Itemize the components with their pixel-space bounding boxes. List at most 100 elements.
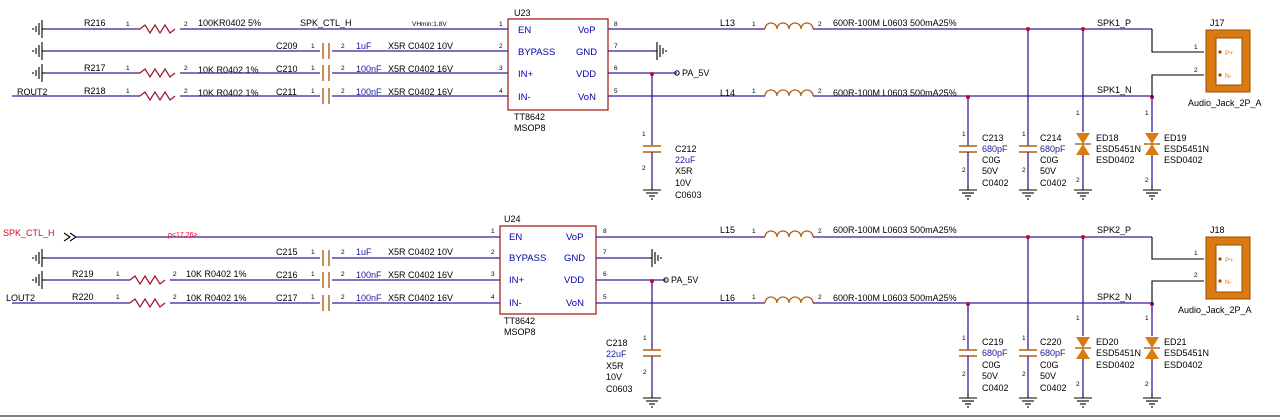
volt-c213: 50V (982, 166, 998, 176)
pin-num: 2 (1194, 272, 1198, 279)
ic-pin-vop: VoP (566, 232, 583, 243)
ref-ed20: ED20 (1096, 337, 1119, 347)
pin-num: 1 (311, 271, 315, 278)
pin-num: 6 (614, 65, 618, 72)
ic-u24-body (499, 225, 597, 315)
capacitor-c212 (643, 145, 661, 153)
value-c211: 100nF (356, 87, 382, 97)
pin-num: 2 (1145, 177, 1149, 184)
part-j18: Audio_Jack_2P_A (1178, 305, 1252, 315)
pin-num: 2 (499, 43, 503, 50)
connector-j17-window (1215, 37, 1243, 86)
resistor-r216 (139, 23, 176, 35)
pkg-c212: C0603 (675, 190, 702, 200)
diel-c220: C0G (1040, 360, 1059, 370)
ref-c215: C215 (276, 247, 298, 257)
input-port-arrow (63, 232, 77, 242)
capacitor-c220 (1019, 349, 1037, 357)
pin-num: 1 (116, 294, 120, 301)
capacitor-c211 (322, 88, 330, 104)
pin-num: 5 (614, 88, 618, 95)
pin-num: 7 (614, 43, 618, 50)
diel-c218: X5R (606, 361, 624, 371)
value-c220: 680pF (1040, 348, 1066, 358)
value-l15: 600R-100M L0603 500mA25% (833, 225, 957, 235)
volt-c219: 50V (982, 371, 998, 381)
pin-num: 1 (311, 43, 315, 50)
ref-c218: C218 (606, 338, 628, 348)
gnd-symbol (1073, 395, 1093, 408)
gnd-symbol (642, 187, 662, 200)
capacitor-c219 (959, 349, 977, 357)
pin-num: 1 (1145, 110, 1149, 117)
pin-num: 1 (311, 249, 315, 256)
ref-ed19: ED19 (1164, 133, 1187, 143)
connector-pin-dot (1218, 279, 1222, 283)
ref-l13: L13 (720, 18, 735, 28)
pin-num: 2 (962, 167, 966, 174)
value-c217: 100nF (356, 293, 382, 303)
ref-ed18: ED18 (1096, 133, 1119, 143)
esd-diode-ed19-lower (1145, 144, 1159, 155)
value-r218: 10K R0402 1% (198, 88, 259, 98)
pin-num: 1 (752, 228, 756, 235)
resistor-r217 (139, 67, 176, 79)
pin-num: 1 (1145, 315, 1149, 322)
input-ground-symbol (32, 270, 46, 290)
net-label-pa5v: PA_5V (682, 68, 709, 78)
volt-c218: 10V (606, 372, 622, 382)
ref-c210: C210 (276, 64, 298, 74)
capacitor-c210 (322, 65, 330, 81)
ic-u23-part: TT8642 (514, 112, 545, 122)
pkg-ed19: ESD0402 (1164, 155, 1203, 165)
gnd-symbol (1018, 187, 1038, 200)
capacitor-c216 (322, 272, 330, 288)
pkg-c219: C0402 (982, 383, 1009, 393)
pin-num: 2 (1076, 381, 1080, 388)
connector-pin-dot (1218, 50, 1222, 54)
esd-diode-ed21-upper (1145, 337, 1159, 348)
pin-num: 1 (962, 131, 966, 138)
ic-u24-package: MSOP8 (504, 327, 536, 337)
ic-pin-bypass: BYPASS (509, 253, 546, 264)
pin-num: 2 (962, 371, 966, 378)
pin-num: 1 (1194, 250, 1198, 257)
gnd-symbol (958, 187, 978, 200)
pin-num: 1 (1022, 131, 1026, 138)
j18-pin-p: P+ (1225, 257, 1233, 264)
ic-pin-bypass: BYPASS (518, 47, 555, 58)
pkg-c214: C0402 (1040, 178, 1067, 188)
inductor-l13 (764, 22, 814, 30)
ic-pin-in-minus: IN- (509, 298, 522, 309)
inductor-l15 (764, 230, 814, 238)
connector-pin-dot (1218, 257, 1222, 261)
spec-c215: X5R C0402 10V (388, 247, 453, 257)
value-c214: 680pF (1040, 144, 1066, 154)
pin-num: 2 (491, 249, 495, 256)
pkg-c218: C0603 (606, 384, 633, 394)
esd-diode-ed19-upper (1145, 133, 1159, 144)
spec-c210: X5R C0402 16V (388, 64, 453, 74)
net-label-pa5v: PA_5V (671, 275, 698, 285)
part-ed21: ESD5451N (1164, 348, 1209, 358)
ref-r218: R218 (84, 86, 106, 96)
pkg-c220: C0402 (1040, 383, 1067, 393)
pin-num: 2 (818, 88, 822, 95)
pkg-ed18: ESD0402 (1096, 155, 1135, 165)
ref-j17: J17 (1210, 18, 1225, 28)
capacitor-c218 (643, 349, 661, 357)
volt-c214: 50V (1040, 166, 1056, 176)
pin-num: 2 (818, 294, 822, 301)
pkg-c213: C0402 (982, 178, 1009, 188)
capacitor-c209 (322, 43, 330, 59)
resistor-r219 (129, 274, 166, 286)
ref-r220: R220 (72, 292, 94, 302)
ref-j18: J18 (1210, 225, 1225, 235)
power-port-pa5v (674, 70, 680, 76)
ref-l16: L16 (720, 293, 735, 303)
resistor-r218 (139, 90, 176, 102)
diel-c213: C0G (982, 155, 1001, 165)
gnd-symbol (958, 395, 978, 408)
ic-pin-von: VoN (566, 298, 584, 309)
diel-c219: C0G (982, 360, 1001, 370)
